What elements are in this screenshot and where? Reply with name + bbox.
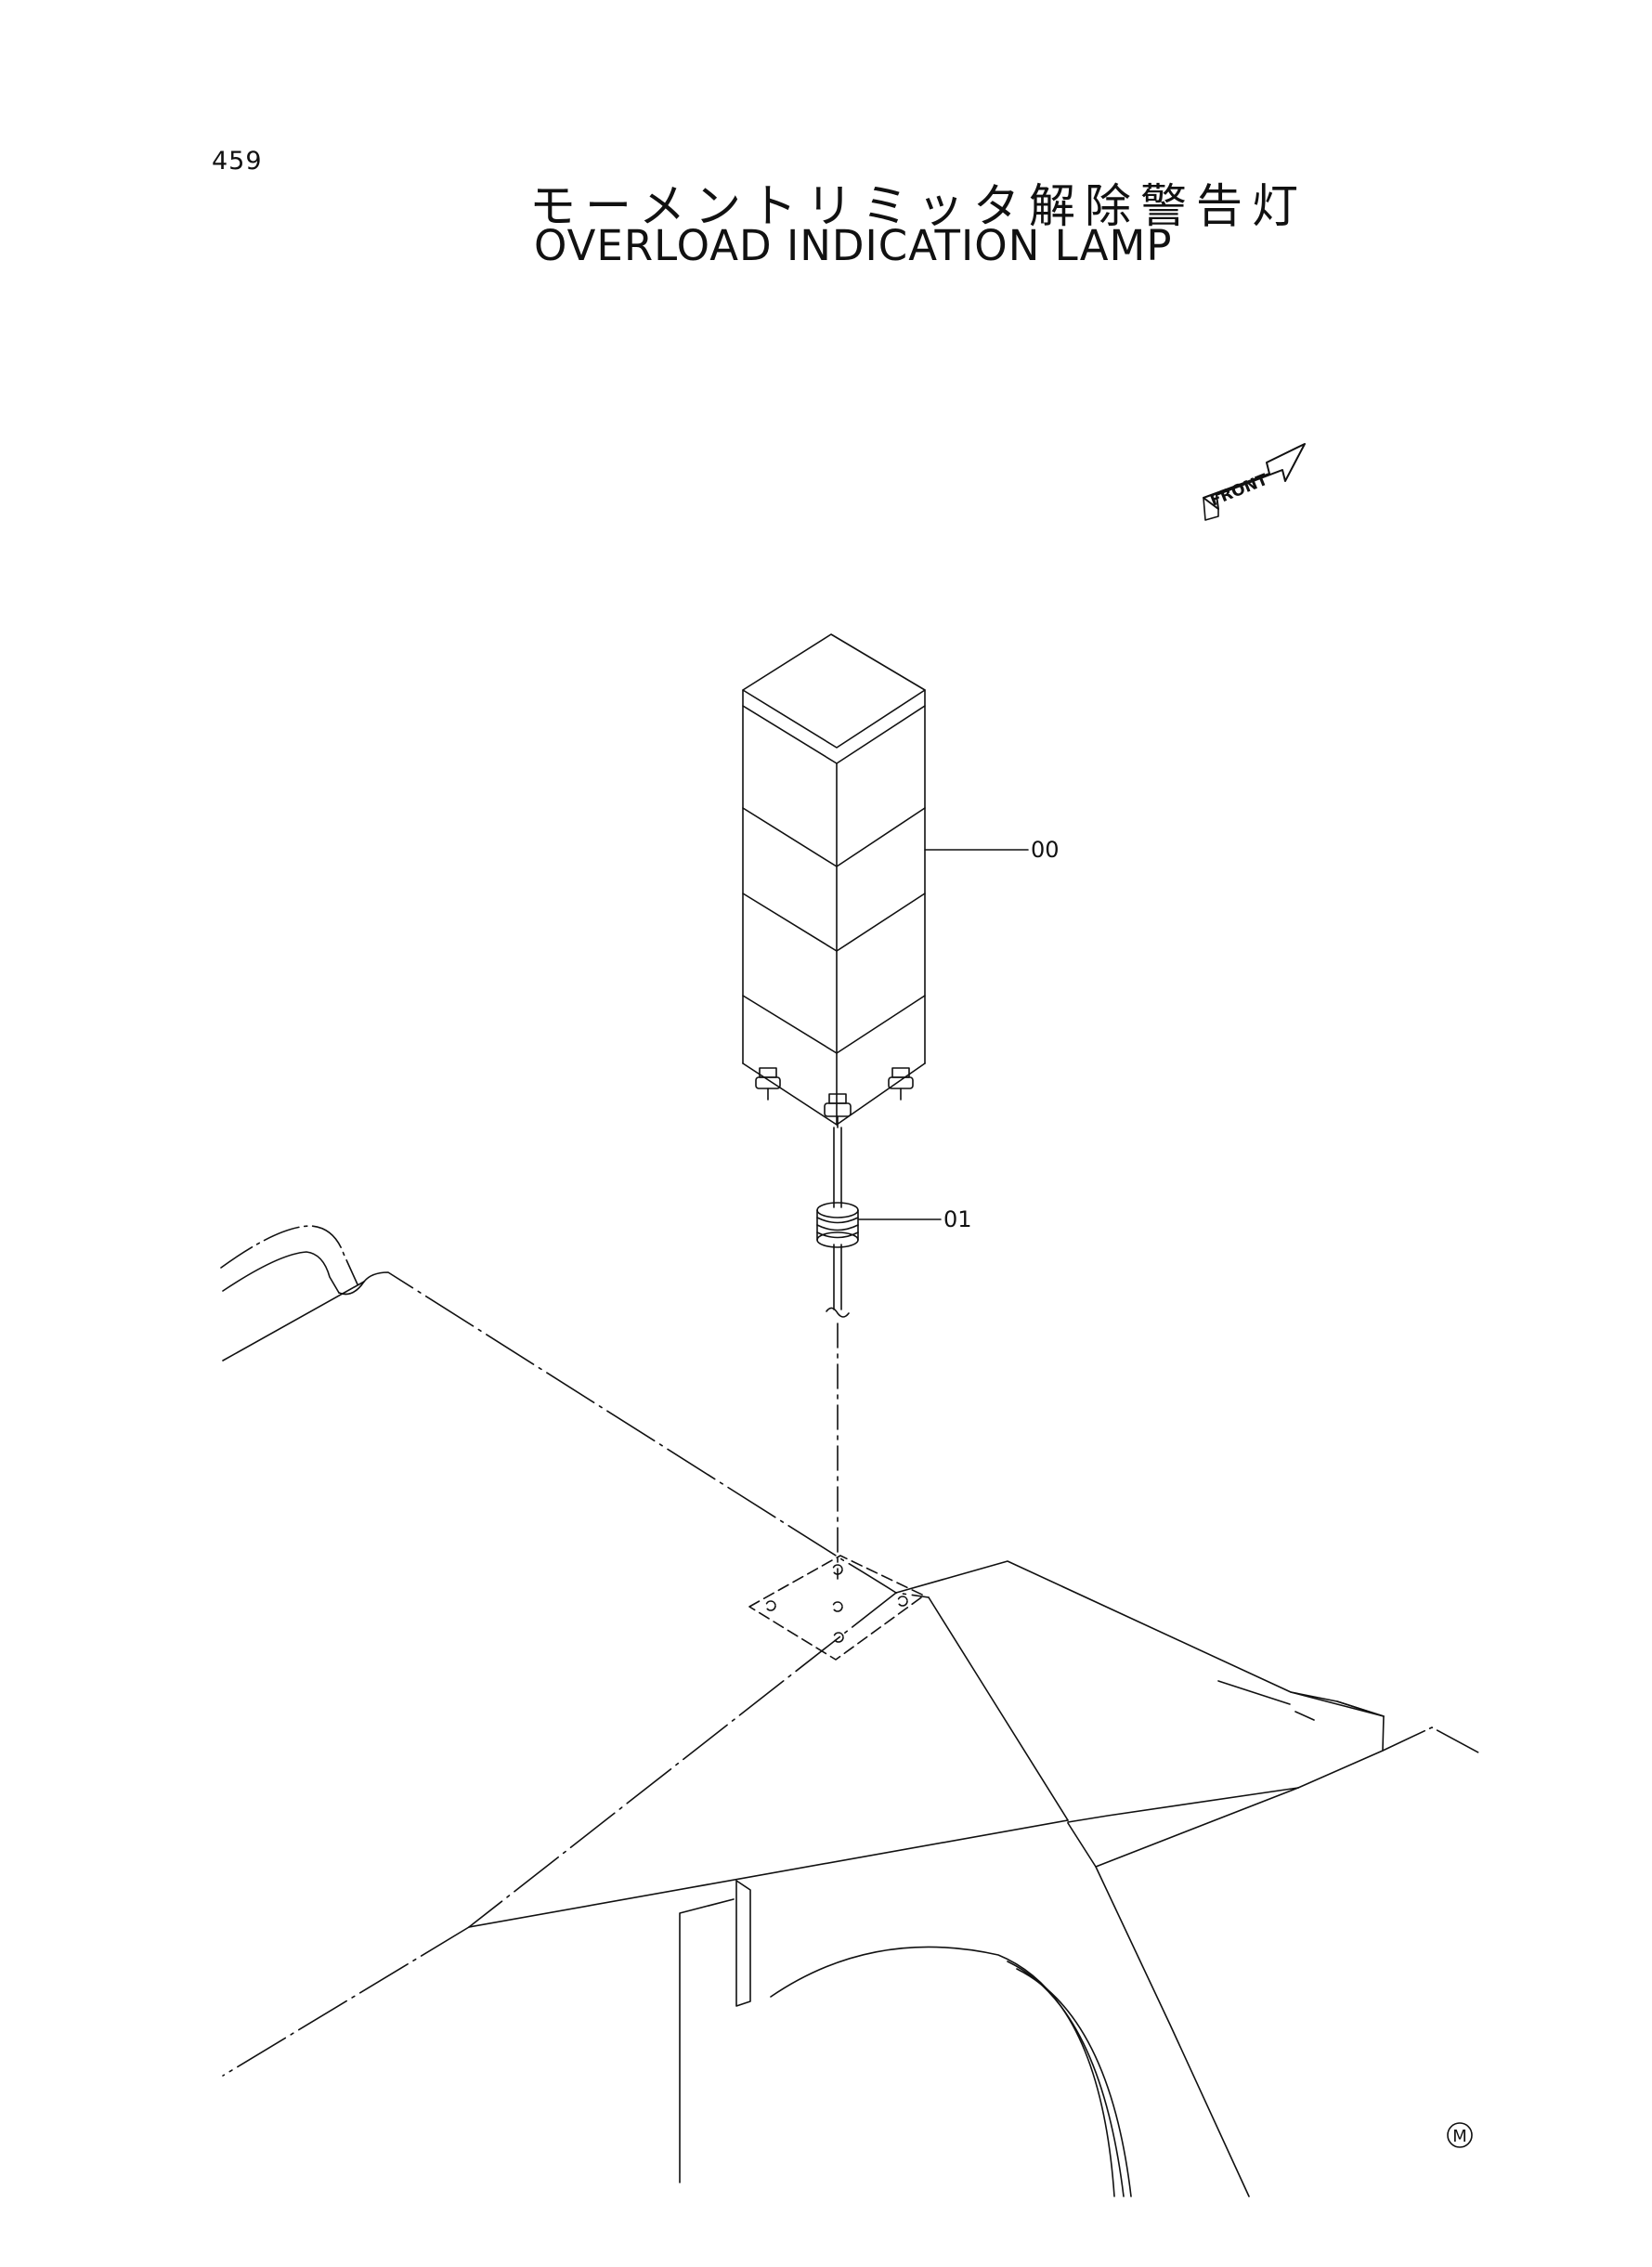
indication-lamp: [742, 633, 926, 1128]
callout-00: 00: [1031, 837, 1060, 863]
grommet: [816, 1202, 859, 1248]
mounting-bolt: [755, 1067, 781, 1101]
page-number: 459: [212, 147, 263, 176]
mounting-plate: [748, 1555, 925, 1661]
mounting-bolt: [888, 1067, 914, 1101]
corner-mark: M: [1452, 2127, 1467, 2146]
lamp-cable: [826, 1127, 850, 1318]
page-title-english: OVERLOAD INDICATION LAMP: [534, 221, 1173, 270]
machine-cab-outline: [220, 1225, 1479, 2197]
page-title-japanese: モーメントリミッタ解除警告灯: [529, 179, 1307, 233]
mounting-bolt: [824, 1093, 852, 1128]
circled-mark-icon: M: [1447, 2122, 1473, 2148]
front-arrow-icon: [1203, 443, 1306, 521]
front-label: FRONT: [1207, 471, 1270, 511]
callout-01: 01: [943, 1206, 972, 1232]
